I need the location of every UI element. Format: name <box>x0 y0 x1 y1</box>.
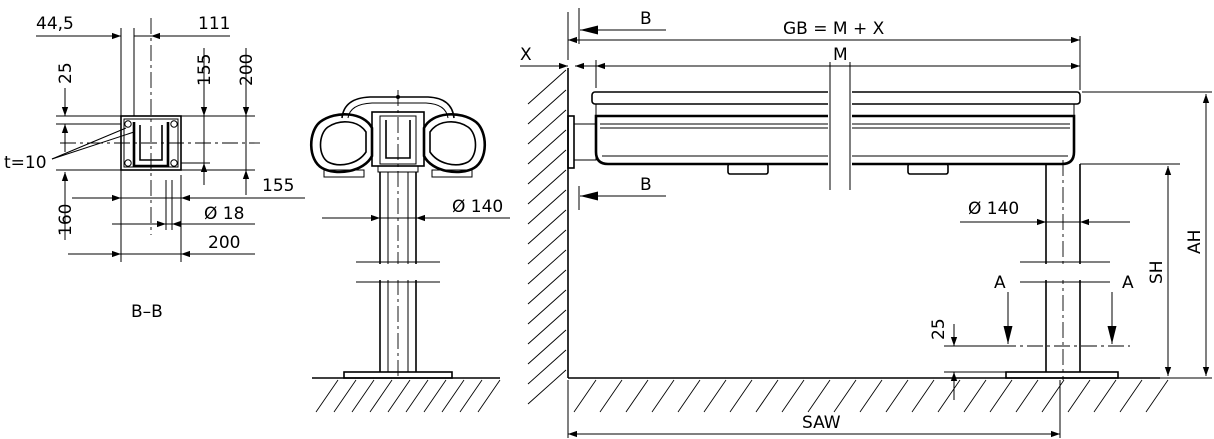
section-marker-b-bottom: B <box>640 175 652 195</box>
dim-thickness: t=10 <box>4 153 47 173</box>
bolt-hole <box>170 159 178 167</box>
dim-bolt-diameter: Ø 18 <box>204 204 244 224</box>
section-bb-detail: 44,5 111 25 155 200 t=10 155 160 <box>4 14 305 322</box>
dim-sh: SH <box>1147 260 1167 284</box>
dim-44-5: 44,5 <box>36 14 74 34</box>
dim-post-diameter-side: Ø 140 <box>968 199 1019 219</box>
front-view: Ø 140 <box>309 90 510 413</box>
wall-bracket <box>567 115 575 169</box>
dim-155-horizontal: 155 <box>262 176 294 196</box>
lamp-left <box>727 163 769 175</box>
dim-saw: SAW <box>802 413 841 433</box>
bolt-hole <box>124 120 132 128</box>
bolt-hole <box>170 120 178 128</box>
dim-155-vertical: 155 <box>195 54 215 86</box>
dim-25-left: 25 <box>56 62 76 84</box>
section-label-bb: B–B <box>131 302 163 322</box>
dim-111: 111 <box>198 14 230 34</box>
dim-200-vertical: 200 <box>237 54 257 86</box>
dim-post-diameter-front: Ø 140 <box>452 197 503 217</box>
dim-25-bottom: 25 <box>929 318 949 340</box>
section-marker-a-left: A <box>994 273 1006 293</box>
side-view: B B GB = M + X X M Ø 140 A A 25 <box>520 8 1212 438</box>
dim-200-horizontal: 200 <box>208 233 240 253</box>
dim-m: M <box>833 45 848 65</box>
dim-ah: AH <box>1185 230 1205 254</box>
dim-gb: GB = M + X <box>783 19 885 39</box>
dim-160: 160 <box>56 204 76 236</box>
side-base-plate <box>1005 371 1119 379</box>
lamp-right <box>907 163 949 175</box>
dim-x: X <box>520 45 532 65</box>
bolt-hole <box>124 159 132 167</box>
section-marker-a-right: A <box>1122 273 1134 293</box>
section-marker-b-top: B <box>640 9 652 29</box>
